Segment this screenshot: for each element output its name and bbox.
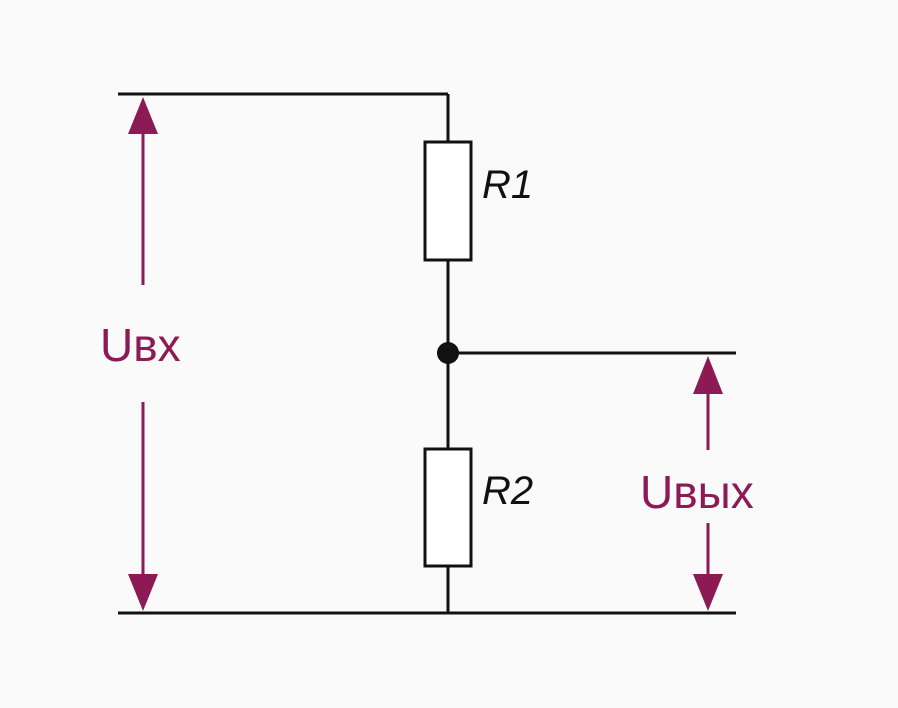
output-voltage-label: Uвых bbox=[640, 466, 754, 518]
junction-node bbox=[437, 342, 459, 364]
input-voltage-arrow bbox=[128, 97, 158, 611]
output-voltage-arrow bbox=[693, 356, 723, 611]
output-arrow-up-head bbox=[693, 356, 723, 394]
r2-label: R2 bbox=[482, 469, 534, 513]
input-voltage-label: Uвх bbox=[100, 319, 181, 371]
r1-label: R1 bbox=[482, 163, 534, 207]
resistor-r1 bbox=[423, 140, 473, 262]
input-arrow-down-head bbox=[128, 574, 158, 611]
resistor-r2 bbox=[423, 447, 473, 568]
output-arrow-down-head bbox=[693, 574, 723, 611]
input-arrow-up-head bbox=[128, 97, 158, 134]
